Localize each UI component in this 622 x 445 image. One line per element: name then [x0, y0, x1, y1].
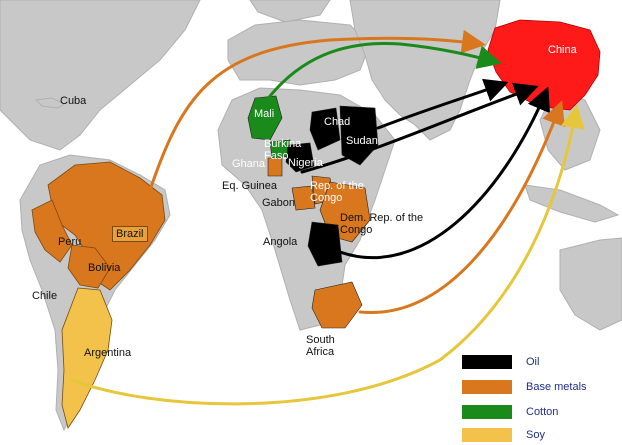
trade-flows: [70, 29, 585, 406]
legend-swatch-soy: [462, 428, 512, 442]
eq-guinea-gabon-region: [291, 185, 316, 211]
cuba-island: [34, 97, 65, 109]
flow-nigeria-china: [300, 82, 539, 174]
nigeria-region: [285, 142, 315, 173]
label-brazil: Brazil: [112, 226, 148, 242]
ghana-region: [267, 157, 283, 177]
flow-argentina-china: [70, 104, 585, 406]
label-rep-congo: Rep. of the Congo: [310, 180, 364, 204]
chad-region: [309, 107, 341, 151]
label-mali: Mali: [254, 108, 275, 120]
peru-region: [31, 199, 73, 263]
flow-angola-china: [338, 86, 550, 259]
legend-label-base-metals: Base metals: [526, 381, 587, 393]
south-africa-region: [311, 281, 363, 329]
label-ghana: Ghana: [232, 158, 266, 170]
greenland: [249, 0, 331, 23]
legend-swatch-cotton: [462, 405, 512, 419]
label-bolivia: Bolivia: [88, 262, 121, 274]
legend-swatch-oil: [462, 355, 512, 369]
label-chile: Chile: [32, 290, 58, 302]
legend-swatch-base-metals: [462, 380, 512, 394]
label-angola: Angola: [263, 236, 298, 248]
label-nigeria: Nigeria: [288, 157, 323, 169]
angola-region: [307, 221, 343, 267]
label-peru: Peru: [58, 236, 82, 248]
indonesia: [524, 184, 620, 223]
label-gabon: Gabon: [262, 197, 296, 209]
flow-south-africa-china: [358, 100, 565, 315]
label-burkina-faso: Burkina Faso: [264, 138, 302, 162]
label-sudan: Sudan: [346, 135, 378, 147]
south-america-countries: [31, 161, 166, 429]
north-america: [0, 0, 201, 151]
label-argentina: Argentina: [84, 347, 132, 359]
mali-region: [247, 95, 283, 141]
bolivia-region: [67, 244, 111, 289]
label-cuba: Cuba: [60, 95, 87, 107]
brazil-region: [47, 161, 166, 291]
label-china: China: [548, 44, 577, 56]
label-south-africa: South Africa: [306, 334, 335, 358]
australia: [559, 237, 622, 331]
label-eq-guinea: Eq. Guinea: [222, 180, 278, 192]
argentina-region: [61, 287, 113, 429]
legend-label-soy: Soy: [526, 429, 545, 441]
label-drc: Dem. Rep. of the Congo: [340, 212, 424, 236]
flow-sudan-china: [376, 78, 509, 130]
label-chad: Chad: [324, 116, 351, 128]
flow-brazil-china: [146, 29, 486, 198]
legend-label-oil: Oil: [526, 356, 540, 368]
europe: [227, 19, 371, 86]
legend-label-cotton: Cotton: [526, 406, 559, 418]
flow-mali-china: [268, 41, 502, 98]
